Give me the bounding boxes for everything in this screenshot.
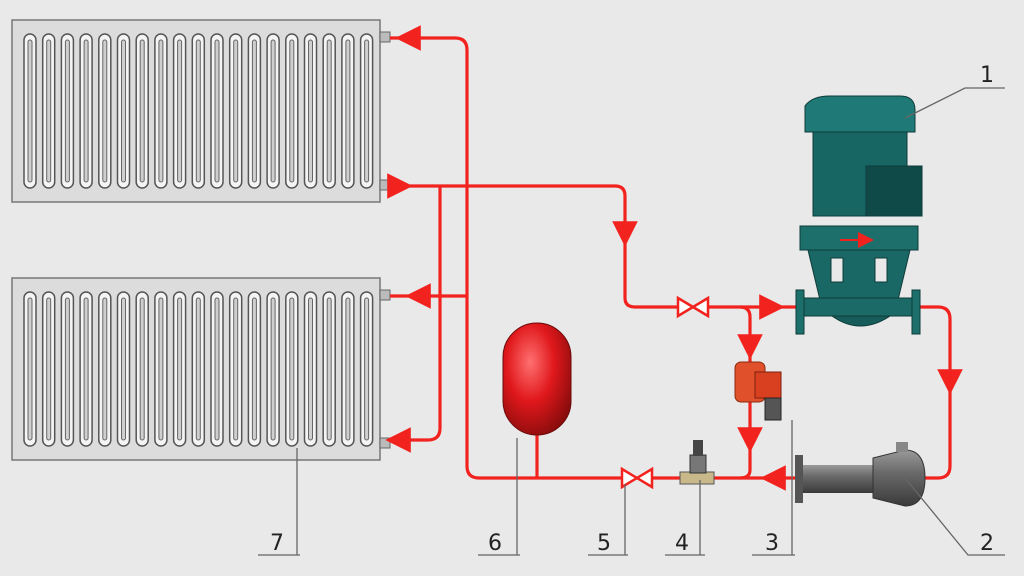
fin-slot [139,297,145,441]
fin-slot [83,39,89,183]
fin-slot [121,39,126,183]
radiator-inlet [379,289,391,301]
label-6: 6 [488,531,502,556]
fin-slot [46,39,52,183]
label-7: 7 [270,531,284,556]
radiator-outlet [379,437,391,449]
fin-slot [251,297,257,441]
fin-slot [102,39,108,183]
fin-slot [270,297,276,441]
fin-slot [139,39,145,183]
fin-slot [270,39,276,183]
fin-slot [158,297,164,441]
fin-slot [83,297,89,441]
label-3: 3 [765,531,779,556]
leader-lines [258,87,1005,556]
label-1: 1 [980,63,994,88]
fin-slot [214,39,220,183]
fin-slot [345,297,351,441]
radiator-inlet [379,31,391,43]
fin-slot [289,39,295,183]
expansion-tank [502,322,572,436]
radiator-top [11,19,391,203]
fin-slot [195,297,201,441]
fin-slot [364,39,370,183]
fin-slot [177,297,183,441]
ball-valve-5 [620,466,654,490]
fin-slot [326,297,332,441]
fin-slot [195,39,201,183]
fin-slot [158,39,164,183]
ball-valve-top [676,295,710,319]
fin-slot [308,39,313,183]
fin-slot [251,39,257,183]
label-2: 2 [980,531,994,556]
label-4: 4 [675,531,689,556]
radiator-bottom [11,277,391,461]
fin-slot [345,39,351,183]
fin-slot [289,297,295,441]
pipework [385,25,963,491]
label-5: 5 [597,531,611,556]
fin-slot [27,39,33,183]
secondary-pump [795,442,926,507]
fin-slot [121,297,126,441]
fin-slot [326,39,332,183]
main-pump [795,95,923,335]
fin-slot [46,297,52,441]
solenoid-valve [679,440,715,485]
fin-slot [364,297,370,441]
radiator-outlet [379,179,391,191]
fin-slot [64,297,70,441]
fin-slot [64,39,70,183]
fin-slot [233,39,239,183]
fin-slot [214,297,220,441]
fin-slot [177,39,183,183]
circulator-pump [734,361,782,421]
fin-slot [233,297,239,441]
fin-slot [308,297,313,441]
fin-slot [102,297,108,441]
fin-slot [27,297,33,441]
